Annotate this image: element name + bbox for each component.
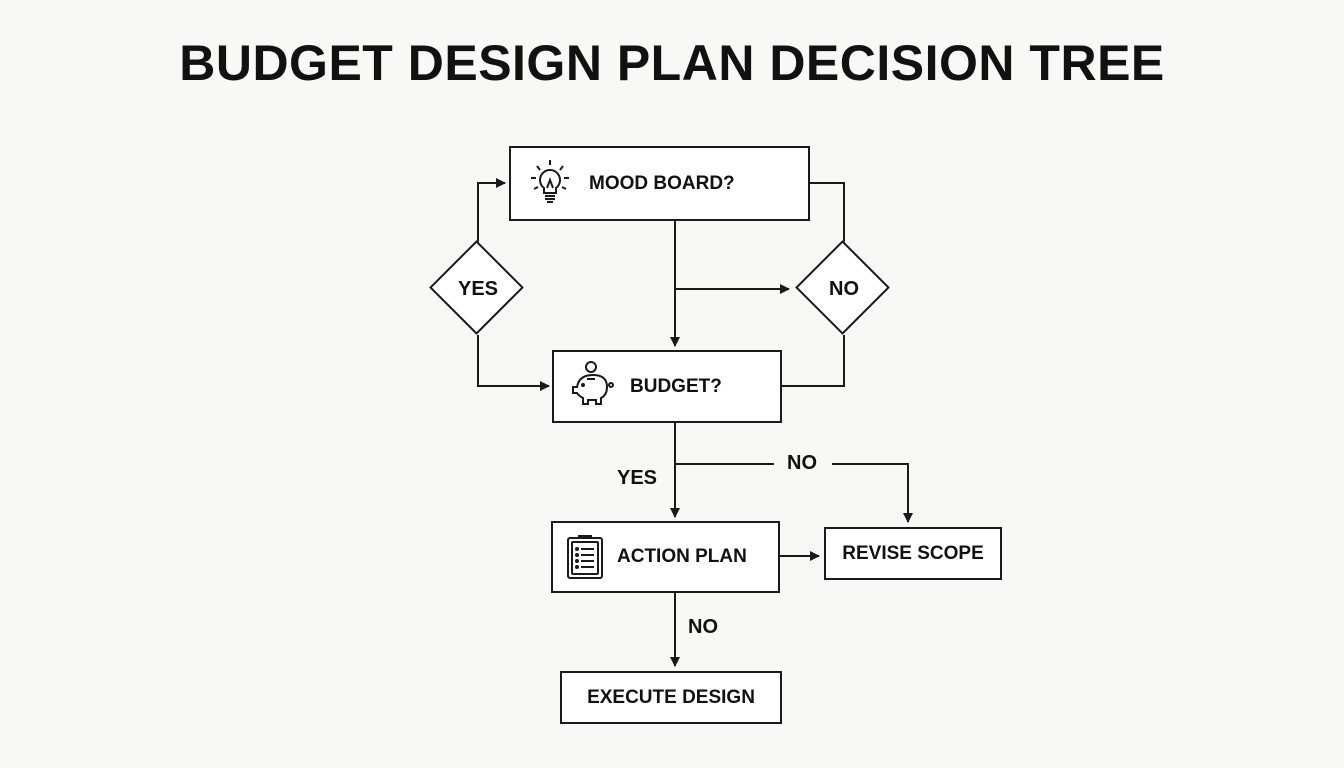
edge-label-budget-yes: YES — [617, 467, 658, 489]
lightbulb-icon — [511, 158, 589, 210]
diagram-title: BUDGET DESIGN PLAN DECISION TREE — [179, 35, 1165, 91]
decision-no-label: NO — [829, 277, 859, 300]
edge-label-budget-no: NO — [787, 452, 817, 474]
node-budget: BUDGET? — [552, 350, 782, 423]
node-label: EXECUTE DESIGN — [587, 686, 755, 708]
piggy-bank-icon — [554, 360, 630, 413]
node-action-plan: ACTION PLAN — [551, 521, 780, 593]
edge-label-action-no: NO — [688, 616, 718, 638]
node-mood-board: MOOD BOARD? — [509, 146, 810, 221]
node-execute-design: EXECUTE DESIGN — [560, 671, 782, 724]
node-revise-scope: REVISE SCOPE — [824, 527, 1002, 580]
decision-no: NO — [794, 239, 894, 339]
node-label: REVISE SCOPE — [842, 542, 984, 564]
node-label: BUDGET? — [630, 375, 722, 397]
node-label: MOOD BOARD? — [589, 172, 735, 194]
clipboard-icon — [553, 533, 617, 581]
node-label: ACTION PLAN — [617, 546, 747, 567]
decision-yes-label: YES — [457, 277, 499, 300]
decision-yes: YES — [428, 239, 528, 339]
